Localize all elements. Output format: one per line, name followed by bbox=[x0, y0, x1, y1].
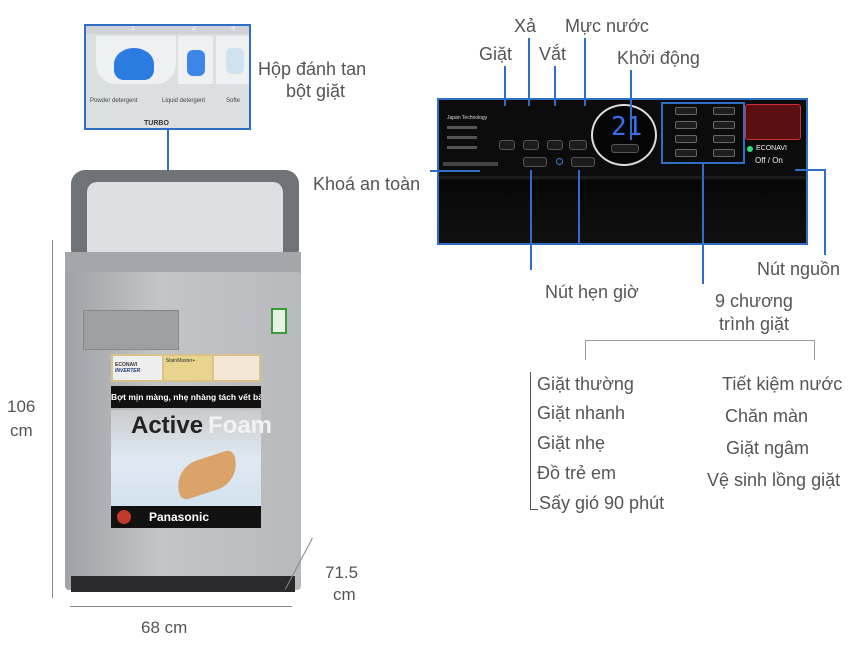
lock-indicator bbox=[443, 162, 498, 166]
callout-programs-2: trình giặt bbox=[719, 314, 790, 334]
program-right-1: Tiết kiệm nước bbox=[722, 374, 843, 394]
depth-unit: cm bbox=[333, 585, 356, 604]
compartment-number: 2 bbox=[192, 25, 196, 32]
spin-button[interactable] bbox=[547, 140, 563, 150]
program-soak-button[interactable] bbox=[713, 135, 735, 143]
washing-machine: ECONAVI INVERTER StainMaster+ Bợt mịn mà… bbox=[65, 168, 301, 598]
econavi-badge: ECONAVI bbox=[115, 362, 138, 368]
stainmaster-badge: StainMaster+ bbox=[163, 356, 213, 380]
time-display: 21 bbox=[611, 112, 643, 142]
height-value: 106 bbox=[7, 397, 36, 416]
program-left-3: Giặt nhẹ bbox=[537, 433, 606, 453]
foam-text: Foam bbox=[208, 412, 273, 439]
program-left-4: Đồ trẻ em bbox=[537, 463, 617, 483]
wash-button[interactable] bbox=[499, 140, 515, 150]
energy-label bbox=[271, 308, 287, 334]
feature-badges: ECONAVI INVERTER StainMaster+ bbox=[111, 354, 261, 382]
japan-technology: Japan Technology bbox=[447, 115, 488, 121]
econavi-label: ECONAVI bbox=[756, 145, 787, 152]
depth-value: 71.5 bbox=[325, 563, 359, 582]
sensor-badge bbox=[745, 104, 801, 140]
softener-cap-icon bbox=[226, 48, 244, 74]
callout-lock: Khoá an toàn bbox=[313, 174, 421, 194]
compartment-number: 3 bbox=[231, 25, 235, 32]
active-text: Active bbox=[131, 412, 204, 439]
program-right-2: Chăn màn bbox=[725, 406, 809, 426]
brand-logo: Panasonic bbox=[149, 510, 210, 524]
program-left-2: Giặt nhanh bbox=[537, 403, 626, 423]
program-left-5: Sấy gió 90 phút bbox=[539, 493, 665, 513]
dispenser-label-1: Hộp đánh tan bbox=[258, 59, 367, 79]
econavi-inverter-badge: ECONAVI INVERTER bbox=[113, 356, 162, 380]
callout-start: Khởi động bbox=[617, 48, 700, 68]
rinse-button[interactable] bbox=[523, 140, 539, 150]
callout-wash: Giặt bbox=[479, 44, 513, 64]
dispenser-inset: 1 2 3 Powder detergent Liquid detergent … bbox=[84, 24, 251, 130]
program-delicate-button[interactable] bbox=[675, 135, 697, 143]
callout-timer: Nút hẹn giờ bbox=[545, 282, 639, 302]
liquid-cap-icon bbox=[187, 50, 205, 76]
dispenser-label-2: bột giặt bbox=[286, 81, 346, 101]
compartment-number: 1 bbox=[131, 25, 135, 32]
program-baby-button[interactable] bbox=[675, 149, 697, 157]
program-blanket-button[interactable] bbox=[713, 121, 735, 129]
height-unit: cm bbox=[10, 421, 33, 440]
spec-sticker bbox=[83, 310, 179, 350]
width-value: 68 cm bbox=[141, 618, 188, 637]
timer-dry-button[interactable] bbox=[523, 157, 547, 167]
program-tubclean-button[interactable] bbox=[713, 149, 735, 157]
program-left-1: Giặt thường bbox=[537, 374, 634, 394]
callout-water-level: Mực nước bbox=[565, 16, 649, 36]
slogan-banner: Bợt mịn màng, nhẹ nhàng tách vết bẩn bbox=[111, 386, 261, 408]
powder-agitator-icon bbox=[114, 48, 154, 80]
program-right-3: Giặt ngâm bbox=[726, 438, 810, 458]
program-normal-button[interactable] bbox=[675, 107, 697, 115]
callout-spin: Vắt bbox=[539, 44, 567, 64]
softener-label: Softe bbox=[226, 98, 241, 104]
powder-label: Powder detergent bbox=[90, 98, 138, 104]
turbo-label: TURBO bbox=[144, 120, 169, 127]
callout-rinse: Xả bbox=[514, 16, 537, 36]
brand-banner bbox=[111, 506, 261, 528]
inverter-badge: INVERTER bbox=[115, 368, 141, 374]
callout-power: Nút nguồn bbox=[757, 259, 841, 279]
econavi-led-icon bbox=[747, 146, 753, 152]
start-button[interactable] bbox=[611, 144, 639, 153]
program-right-4: Vệ sinh lồng giặt bbox=[707, 470, 841, 490]
program-eco-button[interactable] bbox=[713, 107, 735, 115]
callout-programs-1: 9 chương bbox=[715, 291, 793, 311]
liquid-label: Liquid detergent bbox=[162, 98, 206, 104]
display-dial bbox=[591, 104, 657, 166]
control-panel: Japan Technology 21 ECONAVI Off / On bbox=[437, 98, 808, 245]
power-button[interactable]: Off / On bbox=[755, 156, 783, 165]
timer-button[interactable] bbox=[571, 157, 595, 167]
water-level-button[interactable] bbox=[569, 140, 587, 150]
clock-icon bbox=[556, 158, 563, 165]
program-quick-button[interactable] bbox=[675, 121, 697, 129]
